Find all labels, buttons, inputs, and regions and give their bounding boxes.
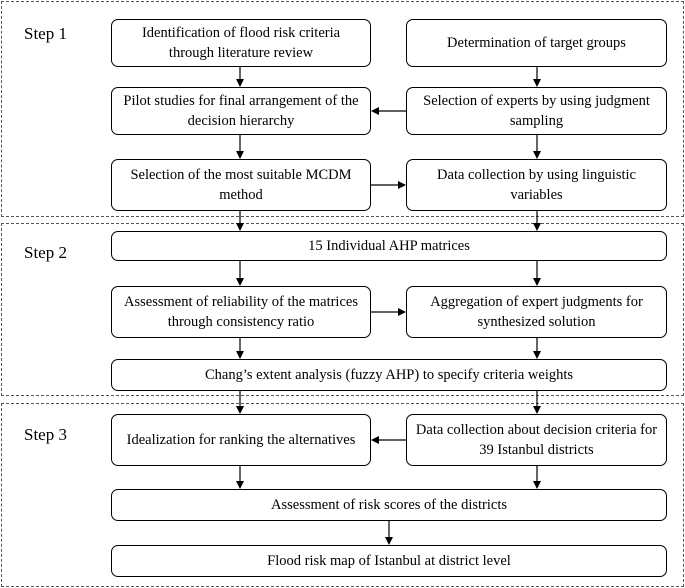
step-2-label: Step 2	[24, 243, 67, 262]
step-1-label: Step 1	[24, 24, 67, 43]
step-3-frame	[1, 403, 684, 587]
identification-box: Identification of flood risk criteria th…	[111, 19, 371, 67]
step-1-frame	[1, 1, 684, 217]
target-groups-box: Determination of target groups	[406, 19, 667, 67]
risk-map-box: Flood risk map of Istanbul at district l…	[111, 545, 667, 577]
data-collection-linguistic-box: Data collection by using linguistic vari…	[406, 159, 667, 211]
step-2-frame	[1, 223, 684, 396]
individual-matrices-box: 15 Individual AHP matrices	[111, 231, 667, 261]
selection-experts-box: Selection of experts by using judgment s…	[406, 87, 667, 135]
data-collection-districts-box: Data collection about decision criteria …	[406, 414, 667, 466]
selection-method-box: Selection of the most suitable MCDM meth…	[111, 159, 371, 211]
reliability-box: Assessment of reliability of the matrice…	[111, 286, 371, 338]
step-3-label: Step 3	[24, 425, 67, 444]
aggregation-box: Aggregation of expert judgments for synt…	[406, 286, 667, 338]
pilot-studies-box: Pilot studies for final arrangement of t…	[111, 87, 371, 135]
risk-scores-box: Assessment of risk scores of the distric…	[111, 489, 667, 521]
chang-box: Chang’s extent analysis (fuzzy AHP) to s…	[111, 359, 667, 391]
idealization-box: Idealization for ranking the alternative…	[111, 414, 371, 466]
